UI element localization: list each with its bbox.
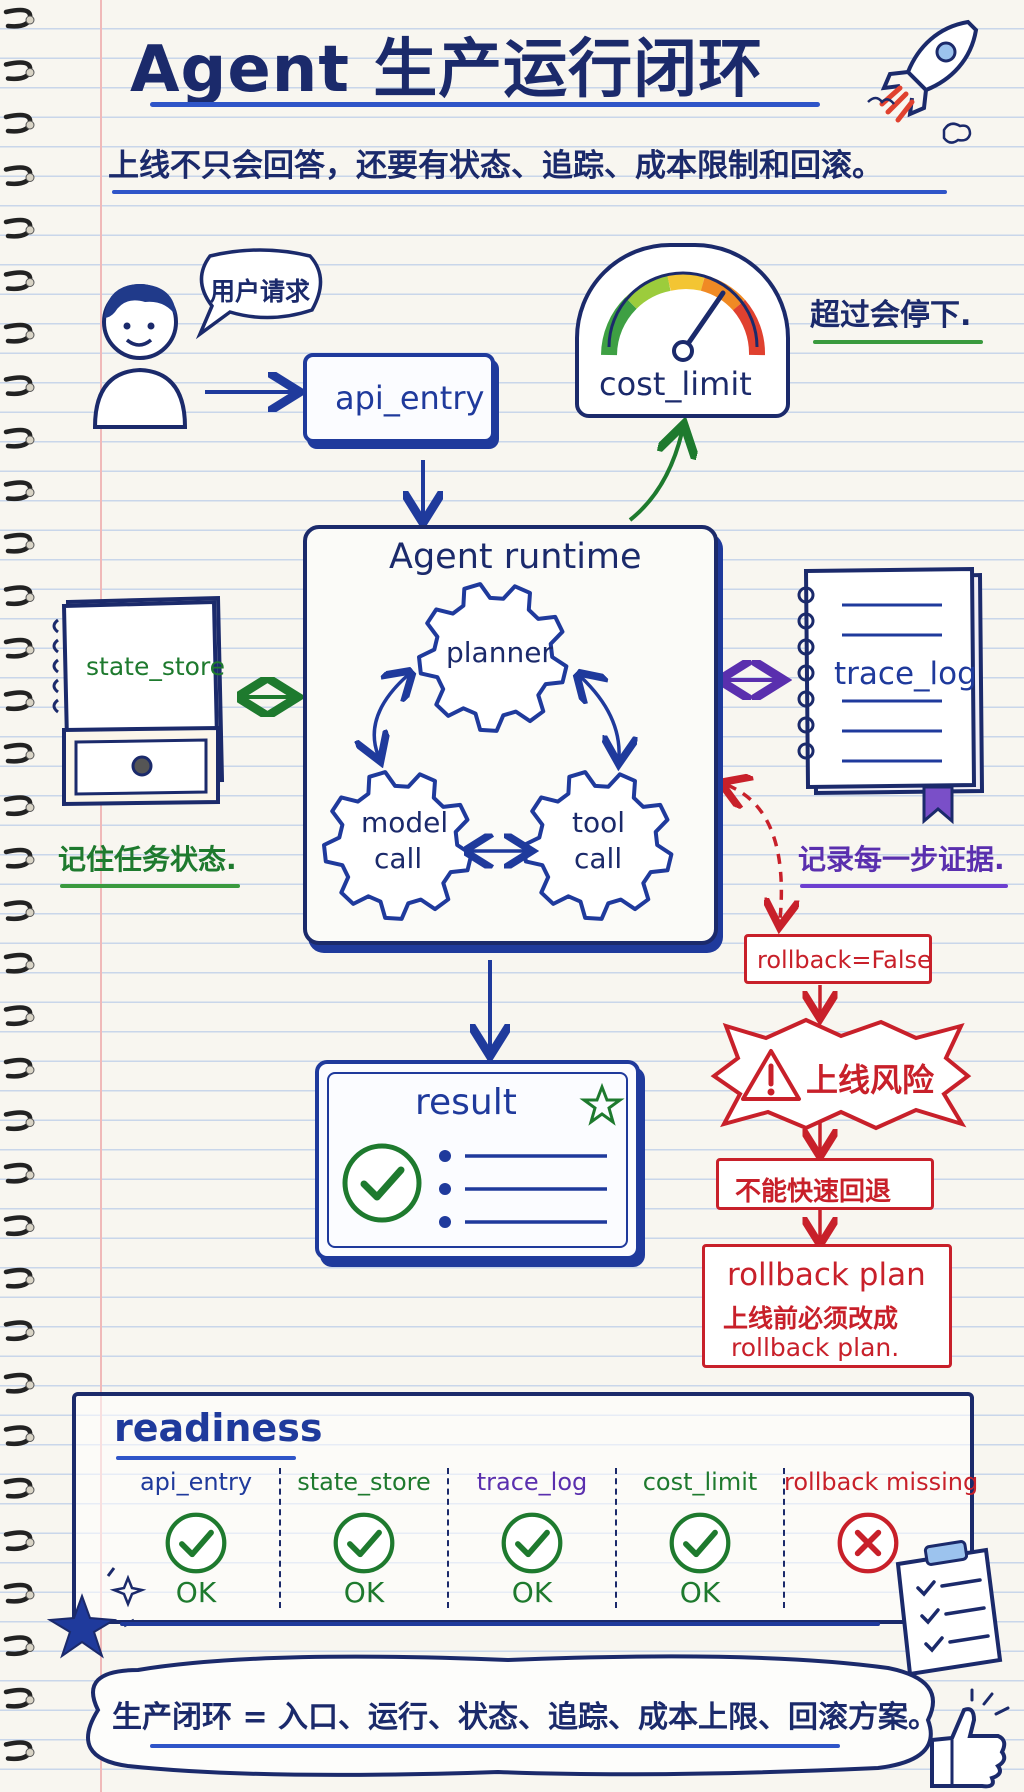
trace-note: 记录每一步证据.	[798, 843, 1005, 876]
readiness-item-label: trace_log	[476, 1468, 588, 1496]
tool-call-label-line2: call	[574, 842, 623, 875]
readiness-item-label: cost_limit	[642, 1468, 758, 1496]
trace-log-icon	[797, 566, 985, 825]
rollback-flag-text: rollback=False	[757, 946, 932, 974]
user-avatar-icon	[92, 284, 188, 429]
model-call-gear-icon	[322, 770, 474, 921]
consequence-text: 不能快速回退	[735, 1177, 892, 1207]
bottom-rule	[120, 1622, 880, 1626]
cost-note: 超过会停下.	[810, 298, 972, 333]
api-entry-node: api_entry	[303, 353, 495, 443]
rollback-plan-box: rollback plan 上线前必须改成 rollback plan.	[702, 1244, 952, 1368]
margin-line	[100, 0, 102, 1792]
readiness-item-status: OK	[679, 1576, 721, 1609]
cost-limit-label: cost_limit	[599, 365, 752, 403]
x-circle-icon	[837, 1512, 899, 1574]
result-label: result	[415, 1082, 517, 1123]
tool-call-label-line1: tool	[572, 806, 626, 839]
clipboard-icon	[895, 1540, 1003, 1677]
cost-limit-node: cost_limit	[575, 243, 790, 418]
readiness-divider	[447, 1468, 449, 1608]
readiness-divider	[783, 1468, 785, 1608]
rollback-plan-title: rollback plan	[727, 1257, 926, 1293]
check-circle-icon	[333, 1512, 395, 1574]
runtime-title: Agent runtime	[389, 537, 642, 577]
readiness-item-label: rollback missing	[784, 1468, 979, 1496]
readiness-item-label: state_store	[297, 1468, 431, 1496]
page-subtitle: 上线不只会回答，还要有状态、追踪、成本限制和回滚。	[108, 148, 883, 184]
check-circle-icon	[501, 1512, 563, 1574]
api-entry-label: api_entry	[335, 379, 485, 417]
readiness-title: readiness	[114, 1406, 323, 1450]
planner-gear-icon	[417, 582, 569, 733]
trace-log-label: trace_log	[834, 656, 977, 692]
spiral-binding	[3, 7, 35, 1762]
check-circle-icon	[669, 1512, 731, 1574]
rollback-plan-line2: rollback plan.	[731, 1333, 900, 1362]
check-circle-icon	[165, 1512, 227, 1574]
footer-summary: 生产闭环 = 入口、运行、状态、追踪、成本上限、回滚方案。	[112, 1700, 939, 1735]
arrow-runtime-rollback	[727, 785, 781, 920]
state-note-underline	[60, 884, 240, 888]
rollback-flag-box: rollback=False	[744, 934, 932, 984]
risk-warning-text: 上线风险	[806, 1061, 935, 1099]
readiness-item: rollback missing	[783, 1464, 979, 1614]
list-lines-icon	[439, 1150, 607, 1228]
star-icon	[579, 1082, 625, 1126]
cost-note-underline	[813, 340, 983, 344]
arrow-runtime-to-cost	[628, 432, 682, 522]
state-note: 记住任务状态.	[58, 843, 237, 876]
speech-text: 用户请求	[210, 277, 311, 306]
readiness-item-label: api_entry	[139, 1468, 253, 1496]
consequence-box: 不能快速回退	[716, 1158, 934, 1210]
page-title: Agent 生产运行闭环	[130, 33, 764, 107]
gauge-icon	[601, 271, 765, 362]
readiness-divider	[615, 1468, 617, 1608]
state-store-label: state_store	[86, 652, 226, 681]
rocket-icon	[867, 19, 979, 144]
state-store-icon	[52, 595, 225, 807]
readiness-item-status: OK	[511, 1576, 553, 1609]
readiness-title-underline	[116, 1456, 296, 1460]
readiness-divider	[279, 1468, 281, 1608]
thumbs-up-icon	[930, 1688, 1010, 1789]
rollback-plan-line1: 上线前必须改成	[723, 1304, 899, 1333]
title-underline	[150, 102, 820, 107]
planner-label: planner	[446, 636, 553, 669]
check-circle-icon	[342, 1143, 422, 1223]
speech-bubble	[195, 248, 323, 340]
model-call-label-line1: model	[361, 806, 449, 839]
trace-note-underline	[800, 884, 1008, 888]
result-node: result	[315, 1060, 640, 1260]
readiness-item-status: OK	[343, 1576, 385, 1609]
gear-loop	[322, 582, 674, 921]
model-call-label-line2: call	[374, 842, 423, 875]
warning-icon	[741, 1049, 801, 1101]
subtitle-underline	[112, 190, 947, 194]
result-inner-frame	[327, 1072, 628, 1248]
readiness-item-status: OK	[175, 1576, 217, 1609]
footer-underline	[150, 1744, 840, 1748]
